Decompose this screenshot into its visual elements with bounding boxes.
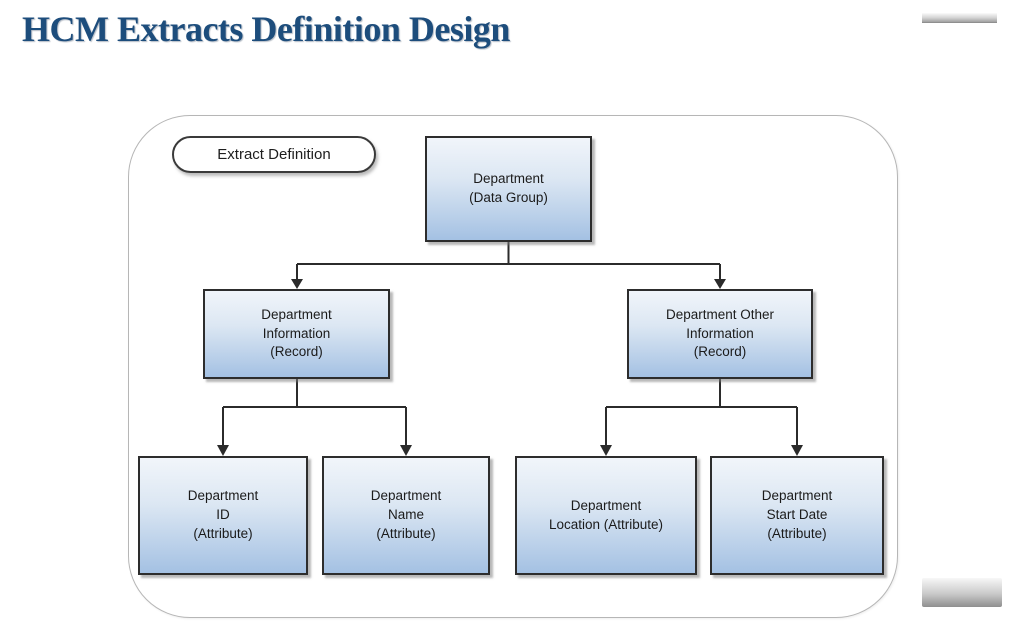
node-department-information-record: Department Information (Record) (203, 289, 390, 379)
node-department-name-attribute: Department Name (Attribute) (322, 456, 490, 575)
node-department-id-attribute: Department ID (Attribute) (138, 456, 308, 575)
window-edge-artifact-bottom (922, 578, 1002, 607)
page-title: HCM Extracts Definition Design (22, 9, 510, 49)
window-edge-artifact-top (922, 13, 997, 23)
node-department-other-information-record: Department Other Information (Record) (627, 289, 813, 379)
node-department-data-group: Department (Data Group) (425, 136, 592, 242)
node-department-start-date-attribute: Department Start Date (Attribute) (710, 456, 884, 575)
legend-extract-definition: Extract Definition (172, 136, 376, 173)
node-department-location-attribute: Department Location (Attribute) (515, 456, 697, 575)
